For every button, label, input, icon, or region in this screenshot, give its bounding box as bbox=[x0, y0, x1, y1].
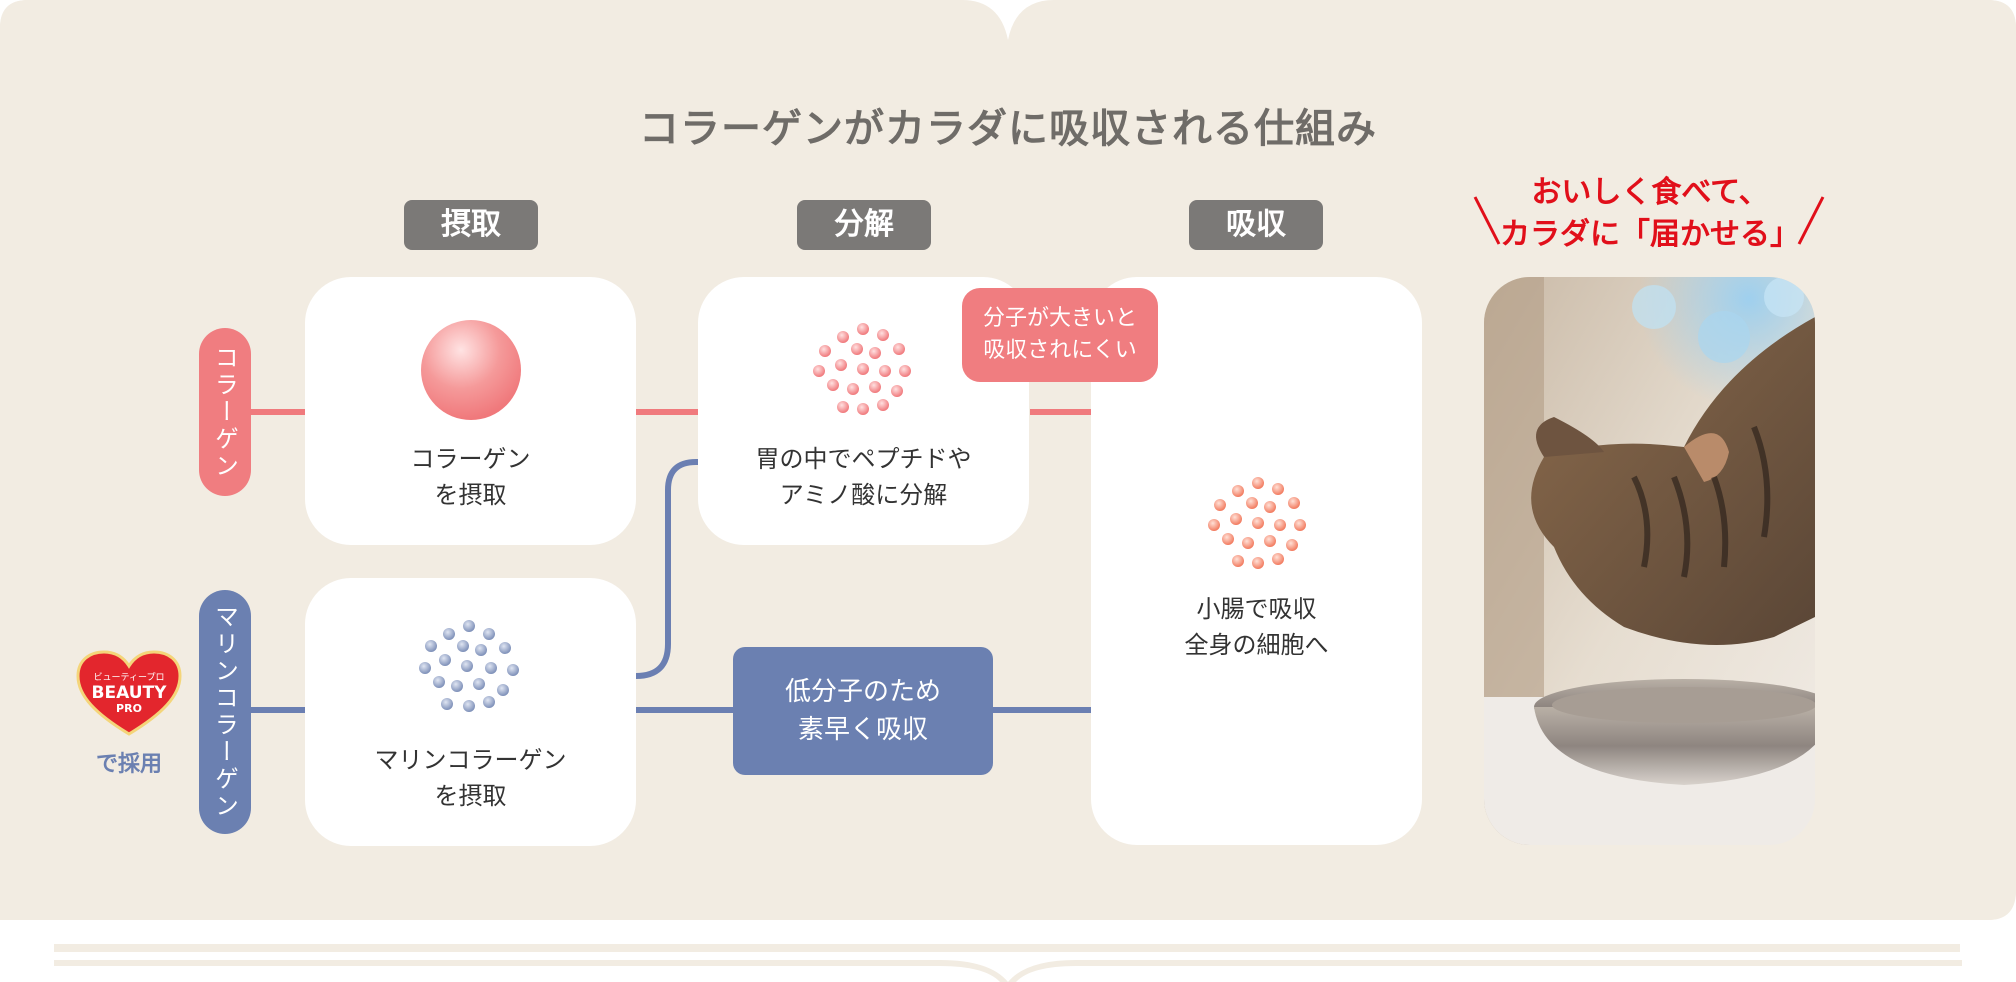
badge-caption: で採用 bbox=[95, 752, 162, 777]
tagline-right-slash bbox=[1797, 196, 1825, 245]
tagline-line1: おいしく食べて、 bbox=[1531, 175, 1769, 210]
marine-intake-text: マリンコラーゲン を摂取 bbox=[305, 742, 636, 814]
step-intake-label: 摂取 bbox=[404, 200, 538, 250]
collagen-pill-connector bbox=[250, 409, 306, 415]
collagen-sphere-icon bbox=[421, 320, 521, 420]
large-molecule-note-line1: 分子が大きいと bbox=[982, 306, 1137, 331]
diagram-title: コラーゲンがカラダに吸収される仕組み bbox=[639, 106, 1377, 152]
low-molecule-note-line1: 低分子のため bbox=[784, 677, 941, 707]
breakdown-line1: 胃の中でペプチドや bbox=[755, 445, 972, 473]
marine-pill-connector bbox=[250, 707, 306, 713]
low-molecule-note: 低分子のため 素早く吸収 bbox=[733, 647, 993, 775]
large-molecule-note: 分子が大きいと 吸収されにくい bbox=[962, 288, 1158, 382]
tagline-left-slash bbox=[1473, 196, 1501, 245]
marine-collagen-row-pill: マリンコラーゲン bbox=[199, 590, 251, 834]
marine-molecules-icon bbox=[419, 620, 519, 712]
collagen-row-pill: コラーゲン bbox=[199, 328, 251, 496]
step-breakdown-label: 分解 bbox=[797, 200, 931, 250]
cat-eating-photo bbox=[1484, 277, 1815, 845]
absorb-text: 小腸で吸収 全身の細胞へ bbox=[1091, 591, 1422, 663]
collagen-intake-line1: コラーゲン bbox=[410, 445, 531, 473]
breakdown-text: 胃の中でペプチドや アミノ酸に分解 bbox=[698, 441, 1029, 513]
absorb-line1: 小腸で吸収 bbox=[1196, 595, 1317, 623]
tagline-line2: カラダに「届かせる」 bbox=[1500, 217, 1800, 252]
breakdown-line2: アミノ酸に分解 bbox=[779, 481, 948, 509]
marine-intake-line2: を摂取 bbox=[434, 782, 507, 810]
absorb-line2: 全身の細胞へ bbox=[1184, 631, 1329, 659]
card-collagen-intake: コラーゲン を摂取 bbox=[305, 277, 636, 545]
tagline: おいしく食べて、 カラダに「届かせる」 bbox=[1480, 172, 1820, 256]
collagen-intake-text: コラーゲン を摂取 bbox=[305, 441, 636, 513]
beauty-pro-logo: ビューティープロ BEAUTY PRO bbox=[76, 650, 182, 736]
step-absorb-label: 吸収 bbox=[1189, 200, 1323, 250]
svg-text:BEAUTY: BEAUTY bbox=[92, 683, 168, 703]
peptide-molecules-icon bbox=[813, 323, 911, 415]
large-molecule-note-line2: 吸収されにくい bbox=[983, 338, 1137, 363]
cat-photo-illustration bbox=[1484, 277, 1815, 845]
marine-intake-line1: マリンコラーゲン bbox=[374, 746, 567, 774]
card-marine-intake: マリンコラーゲン を摂取 bbox=[305, 578, 636, 846]
svg-text:PRO: PRO bbox=[116, 702, 142, 715]
svg-text:ビューティープロ: ビューティープロ bbox=[94, 672, 165, 683]
low-molecule-note-line2: 素早く吸収 bbox=[797, 715, 928, 745]
absorbed-molecules-icon bbox=[1208, 477, 1306, 569]
collagen-intake-line2: を摂取 bbox=[434, 481, 507, 509]
